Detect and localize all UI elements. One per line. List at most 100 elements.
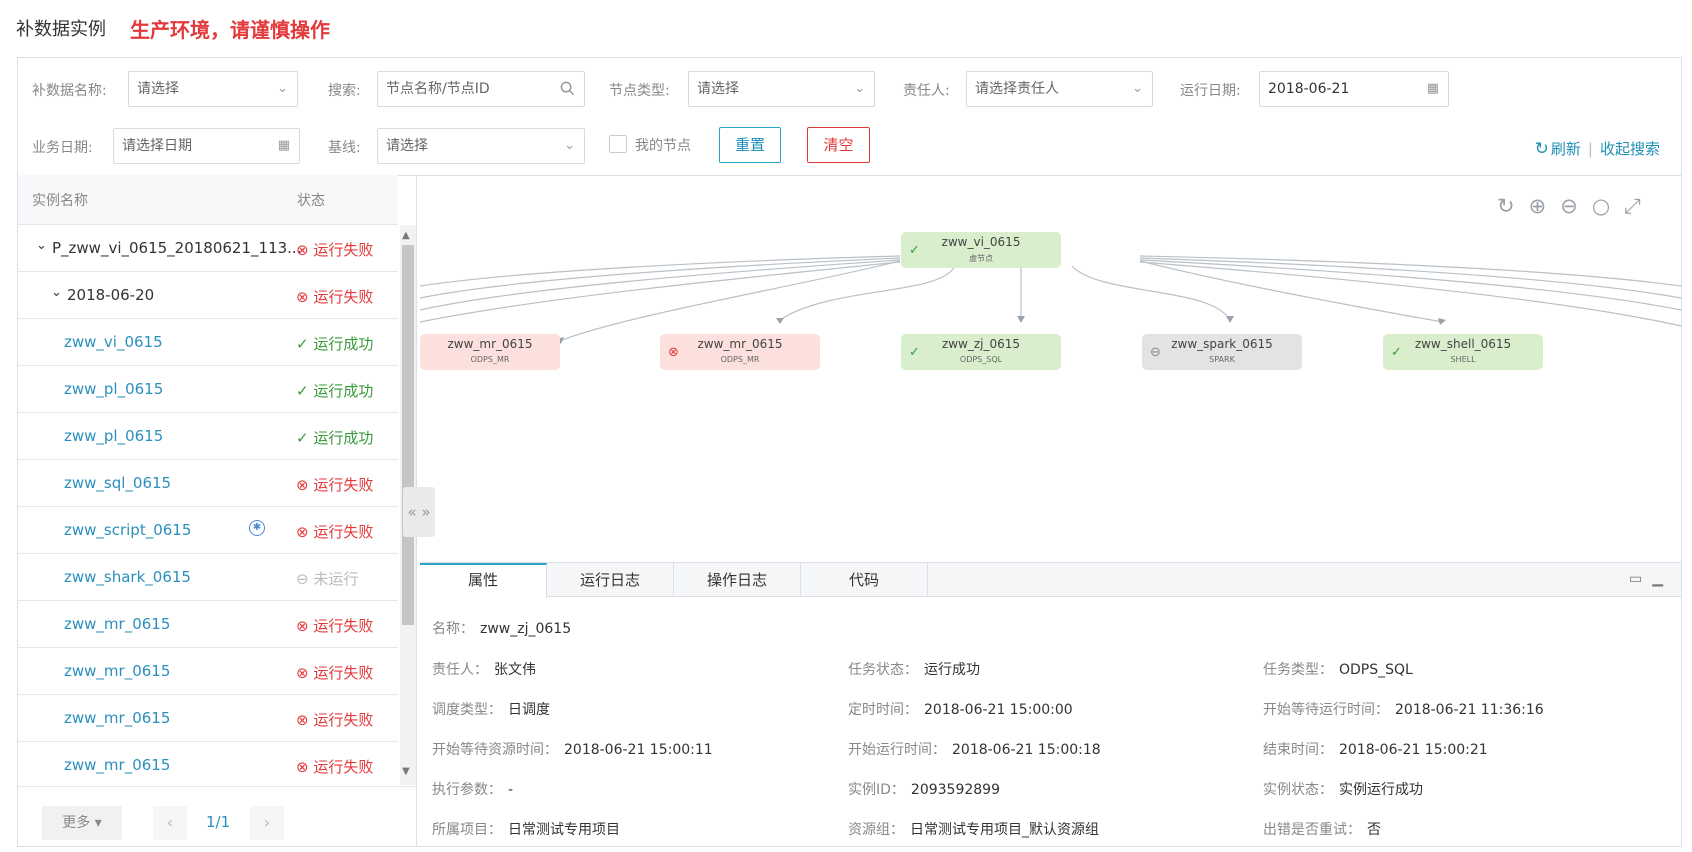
calendar-icon: ▦ xyxy=(277,138,290,153)
detail-field: 执行参数：- xyxy=(432,782,514,798)
my-nodes-checkbox[interactable] xyxy=(609,135,627,153)
minimize-icon[interactable]: ▁ xyxy=(1652,571,1673,587)
instance-row[interactable]: zww_pl_0615 ✓ 运行成功 xyxy=(18,413,398,460)
environment-warning: 生产环境，请谨慎操作 xyxy=(130,18,330,42)
instance-row[interactable]: zww_sql_0615 ⊗ 运行失败 xyxy=(18,460,398,507)
instance-row[interactable]: zww_pl_0615 ✓ 运行成功 xyxy=(18,366,398,413)
tab-properties[interactable]: 属性 xyxy=(420,563,547,598)
tab-operation-log[interactable]: 操作日志 xyxy=(674,563,801,597)
instance-name: 2018-06-20 xyxy=(67,286,155,304)
chevron-down-icon: ⌄ xyxy=(854,81,865,96)
node-detail-panel: 属性 运行日志 操作日志 代码 ▭▁ 名称：zww_zj_0615 责任人：张文… xyxy=(420,562,1681,846)
detail-tabs: 属性 运行日志 操作日志 代码 ▭▁ xyxy=(420,563,1681,598)
search-label: 搜索: xyxy=(328,83,361,99)
biz-date-label: 业务日期: xyxy=(32,140,93,156)
tab-run-log[interactable]: 运行日志 xyxy=(547,563,674,597)
status-failed: ⊗ 运行失败 xyxy=(296,523,374,541)
owner-label: 责任人: xyxy=(903,83,950,99)
maximize-icon[interactable]: ▭ xyxy=(1628,571,1653,587)
instance-name[interactable]: zww_pl_0615 xyxy=(64,380,164,398)
instance-list-header: 实例名称 状态 xyxy=(18,175,398,225)
detail-field: 调度类型：日调度 xyxy=(432,702,550,718)
instance-name[interactable]: zww_mr_0615 xyxy=(64,709,171,727)
detail-field: 结束时间：2018-06-21 15:00:21 xyxy=(1263,742,1488,758)
instance-row[interactable]: zww_mr_0615 ⊗ 运行失败 xyxy=(18,695,398,742)
search-input[interactable]: 节点名称/节点ID xyxy=(377,71,585,107)
biz-date-picker[interactable]: 请选择日期 ▦ xyxy=(113,128,300,164)
check-circle-icon: ✓ xyxy=(1391,345,1402,360)
scroll-down-icon[interactable]: ▼ xyxy=(402,766,410,777)
more-button[interactable]: 更多 ▾ xyxy=(42,806,122,840)
fit-search-icon[interactable]: ○ xyxy=(1591,194,1625,218)
instance-name[interactable]: zww_vi_0615 xyxy=(64,333,163,351)
dag-node[interactable]: zww_mr_0615 ODPS_MR xyxy=(420,334,560,370)
instance-name[interactable]: zww_mr_0615 xyxy=(64,615,171,633)
instance-row[interactable]: zww_mr_0615 ⊗ 运行失败 xyxy=(18,601,398,648)
instance-name[interactable]: zww_sql_0615 xyxy=(64,474,172,492)
status-failed: ⊗ 运行失败 xyxy=(296,617,374,635)
check-circle-icon: ✓ xyxy=(909,345,920,360)
collapse-panel-handle[interactable]: « » xyxy=(403,487,435,537)
status-success: ✓ 运行成功 xyxy=(296,335,374,353)
refresh-icon: ↻ xyxy=(1534,139,1549,159)
run-date-label: 运行日期: xyxy=(1180,83,1241,99)
zoom-out-icon[interactable]: ⊖ xyxy=(1560,194,1592,218)
chevron-down-icon[interactable]: ⌄ xyxy=(51,285,62,300)
refresh-link[interactable]: ↻刷新 xyxy=(1534,139,1581,159)
status-failed: ⊗ 运行失败 xyxy=(296,476,374,494)
content-frame xyxy=(17,57,1682,847)
instance-row[interactable]: zww_script_0615 ✱ ⊗ 运行失败 xyxy=(18,507,398,554)
next-page-button[interactable]: › xyxy=(250,806,284,840)
status-failed: ⊗ 运行失败 xyxy=(296,241,374,259)
node-type-label: 节点类型: xyxy=(609,83,670,99)
instance-row[interactable]: zww_mr_0615 ⊗ 运行失败 xyxy=(18,648,398,695)
page-title: 补数据实例 xyxy=(16,19,106,40)
baseline-select[interactable]: 请选择 ⌄ xyxy=(377,128,585,164)
search-icon[interactable] xyxy=(560,72,575,106)
refresh-icon[interactable]: ↻ xyxy=(1497,194,1529,218)
instance-name[interactable]: zww_mr_0615 xyxy=(64,756,171,774)
instance-name[interactable]: zww_mr_0615 xyxy=(64,662,171,680)
collapse-search-link[interactable]: 收起搜索 xyxy=(1599,140,1660,158)
detail-field: 任务类型：ODPS_SQL xyxy=(1263,662,1413,678)
scroll-up-icon[interactable]: ▲ xyxy=(402,230,410,241)
zoom-in-icon[interactable]: ⊕ xyxy=(1528,194,1561,218)
instance-name[interactable]: zww_pl_0615 xyxy=(64,427,164,445)
detail-field: 开始等待运行时间：2018-06-21 11:36:16 xyxy=(1263,702,1544,718)
fill-data-name-select[interactable]: 请选择 ⌄ xyxy=(128,71,298,107)
tab-code[interactable]: 代码 xyxy=(801,563,928,597)
chevron-down-icon: ⌄ xyxy=(564,138,575,153)
status-success: ✓ 运行成功 xyxy=(296,429,374,447)
dag-edges xyxy=(420,255,1681,344)
dag-node[interactable]: ⊗ zww_mr_0615 ODPS_MR xyxy=(660,334,820,370)
node-type-select[interactable]: 请选择 ⌄ xyxy=(688,71,875,107)
detail-field: 责任人：张文伟 xyxy=(432,662,536,678)
detail-field: 开始等待资源时间：2018-06-21 15:00:11 xyxy=(432,742,713,758)
dag-node[interactable]: ⊖ zww_spark_0615 SPARK xyxy=(1142,334,1302,370)
dag-node[interactable]: ✓ zww_shell_0615 SHELL xyxy=(1383,334,1543,370)
list-scrollbar-thumb[interactable] xyxy=(402,245,414,625)
clear-button[interactable]: 清空 xyxy=(807,127,870,163)
fullscreen-icon[interactable]: ⤢ xyxy=(1624,194,1655,218)
dag-node-root[interactable]: ✓ zww_vi_0615 虚节点 xyxy=(901,232,1061,268)
status-failed: ⊗ 运行失败 xyxy=(296,664,374,682)
detail-field: 出错是否重试：否 xyxy=(1263,822,1381,838)
reset-button[interactable]: 重置 xyxy=(719,127,781,163)
instance-row[interactable]: ⌄ 2018-06-20 ⊗ 运行失败 xyxy=(18,272,398,319)
instance-row[interactable]: zww_shark_0615 ⊖ 未运行 xyxy=(18,554,398,601)
instance-row[interactable]: zww_mr_0615 ⊗ 运行失败 xyxy=(18,742,398,789)
detail-field: 资源组：日常测试专用项目_默认资源组 xyxy=(848,822,1099,838)
dag-node-selected[interactable]: ✓ zww_zj_0615 ODPS_SQL xyxy=(901,334,1061,370)
detail-field: 实例状态：实例运行成功 xyxy=(1263,782,1423,798)
instance-row[interactable]: ⌄ P_zww_vi_0615_20180621_113... ⊗ 运行失败 xyxy=(18,225,398,272)
detail-name: 名称：zww_zj_0615 xyxy=(432,621,572,637)
prev-page-button[interactable]: ‹ xyxy=(153,806,187,840)
chevron-down-icon[interactable]: ⌄ xyxy=(36,238,47,253)
owner-select[interactable]: 请选择责任人 ⌄ xyxy=(966,71,1153,107)
run-date-picker[interactable]: 2018-06-21 ▦ xyxy=(1259,71,1449,107)
dag-canvas[interactable]: ↻⊕⊖○⤢ ✓ zww_vi_0615 虚节点 zww_mr_0615 ODPS… xyxy=(420,176,1681,562)
instance-name[interactable]: zww_script_0615 xyxy=(64,521,192,539)
instance-row[interactable]: zww_vi_0615 ✓ 运行成功 xyxy=(18,319,398,366)
instance-name[interactable]: zww_shark_0615 xyxy=(64,568,191,586)
minus-circle-icon: ⊖ xyxy=(1150,345,1161,360)
